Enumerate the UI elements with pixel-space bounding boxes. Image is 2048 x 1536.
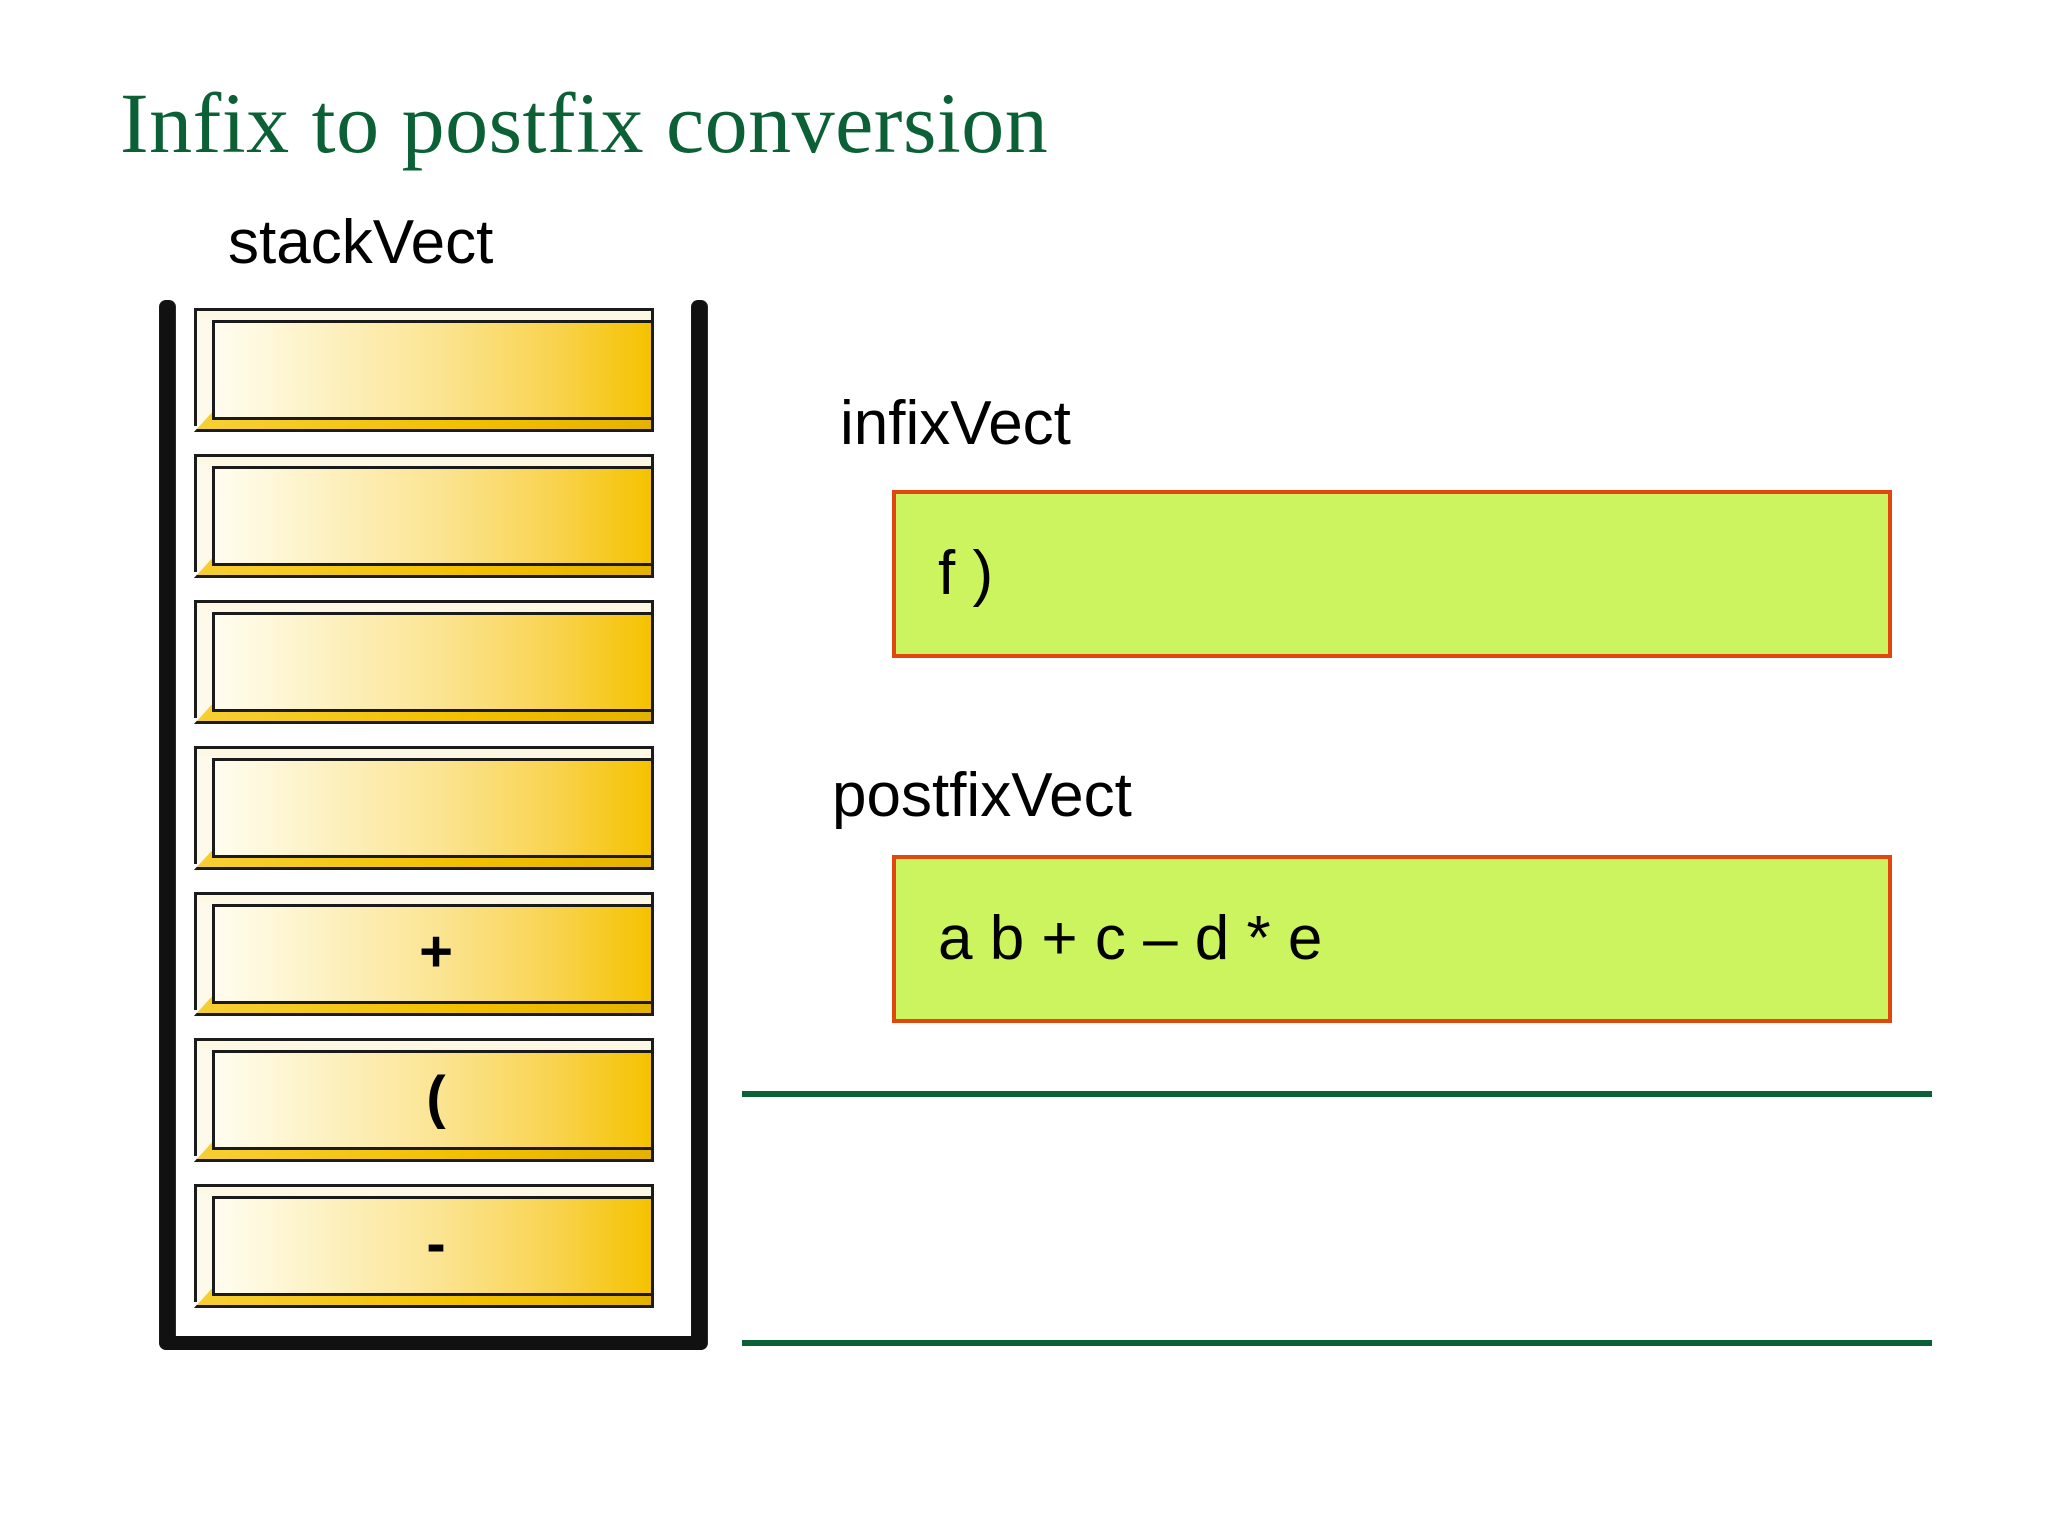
stack-wall-bottom-icon	[160, 1336, 707, 1350]
stack-wall-left-icon	[160, 300, 175, 1350]
stack-cell[interactable]: -	[194, 1184, 654, 1309]
cell-top-face-icon	[194, 600, 654, 614]
stack-cell[interactable]	[194, 454, 654, 579]
infixvect-value: f )	[938, 539, 994, 608]
stack-cell[interactable]	[194, 746, 654, 871]
cell-top-face-icon	[194, 454, 654, 468]
postfixvect-box[interactable]: a b + c – d * e	[892, 855, 1892, 1023]
cell-left-face-icon	[194, 318, 216, 426]
cell-front-face	[212, 612, 654, 712]
stack-cell[interactable]: +	[194, 892, 654, 1017]
stackvect-label: stackVect	[228, 208, 494, 277]
cell-left-face-icon	[194, 756, 216, 864]
cell-left-face-icon	[194, 1048, 216, 1156]
cell-left-face-icon	[194, 464, 216, 572]
cell-front-face	[212, 466, 654, 566]
infixvect-box[interactable]: f )	[892, 490, 1892, 658]
stack-wall-right-icon	[692, 300, 707, 1350]
cell-front-face	[212, 320, 654, 420]
cell-front-face: -	[212, 1196, 654, 1296]
divider-rule-top	[742, 1091, 1932, 1097]
cell-top-face-icon	[194, 1184, 654, 1198]
cell-left-face-icon	[194, 902, 216, 1010]
cell-left-face-icon	[194, 1194, 216, 1302]
cell-top-face-icon	[194, 308, 654, 322]
cell-value: (	[426, 1065, 446, 1130]
cell-front-face: (	[212, 1050, 654, 1150]
cell-value: -	[426, 1211, 446, 1276]
cell-value: +	[419, 919, 453, 984]
cell-left-face-icon	[194, 610, 216, 718]
postfixvect-value: a b + c – d * e	[938, 904, 1323, 973]
stackvect-container: + ( -	[152, 300, 717, 1350]
page-title: Infix to postfix conversion	[120, 75, 1049, 171]
divider-rule-bottom	[742, 1340, 1932, 1346]
stack-cell[interactable]	[194, 308, 654, 433]
infixvect-label: infixVect	[840, 389, 1071, 458]
stack-cell[interactable]: (	[194, 1038, 654, 1163]
cell-top-face-icon	[194, 1038, 654, 1052]
stack-cell[interactable]	[194, 600, 654, 725]
cell-front-face	[212, 758, 654, 858]
cell-front-face: +	[212, 904, 654, 1004]
cell-top-face-icon	[194, 892, 654, 906]
cell-top-face-icon	[194, 746, 654, 760]
postfixvect-label: postfixVect	[832, 761, 1132, 830]
